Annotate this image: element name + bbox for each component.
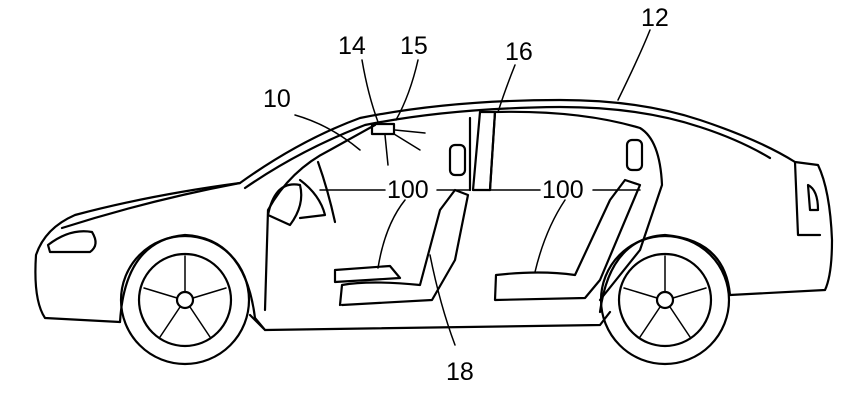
camera-14 <box>370 122 396 136</box>
door-sill <box>248 310 612 332</box>
camera-field-lines <box>384 129 426 166</box>
leader-10 <box>294 114 361 151</box>
leader-15 <box>395 59 419 121</box>
label-15: 15 <box>400 32 428 60</box>
label-10: 10 <box>263 85 291 113</box>
headlight <box>46 230 97 254</box>
label-16: 16 <box>505 38 533 66</box>
rear-door-opening <box>488 110 664 302</box>
label-100-front: 100 <box>387 176 429 204</box>
leader-18 <box>429 254 456 346</box>
roof-inner-line <box>243 105 772 190</box>
front-seat-18 <box>333 188 470 307</box>
leader-12 <box>617 29 651 101</box>
hood-crease <box>60 181 242 230</box>
steering-wheel <box>298 160 337 224</box>
label-100-rear: 100 <box>542 176 584 204</box>
label-14: 14 <box>338 32 366 60</box>
front-wheel-arch <box>118 233 257 324</box>
rear-headrest <box>625 138 644 172</box>
front-wheel <box>119 234 251 366</box>
trunk-edge <box>793 160 822 237</box>
label-12: 12 <box>641 4 669 32</box>
leader-100-front <box>377 199 406 269</box>
rear-seat <box>493 178 642 302</box>
leader-14 <box>361 59 379 123</box>
tail-light <box>806 183 820 212</box>
leader-16 <box>497 64 516 113</box>
rear-wheel-arch <box>598 233 732 314</box>
dashboard <box>266 183 303 227</box>
front-headrest <box>448 143 467 177</box>
rear-wheel <box>599 234 731 366</box>
car-body-outline <box>34 98 834 324</box>
label-18: 18 <box>446 358 474 386</box>
leader-100-rear <box>534 199 566 273</box>
